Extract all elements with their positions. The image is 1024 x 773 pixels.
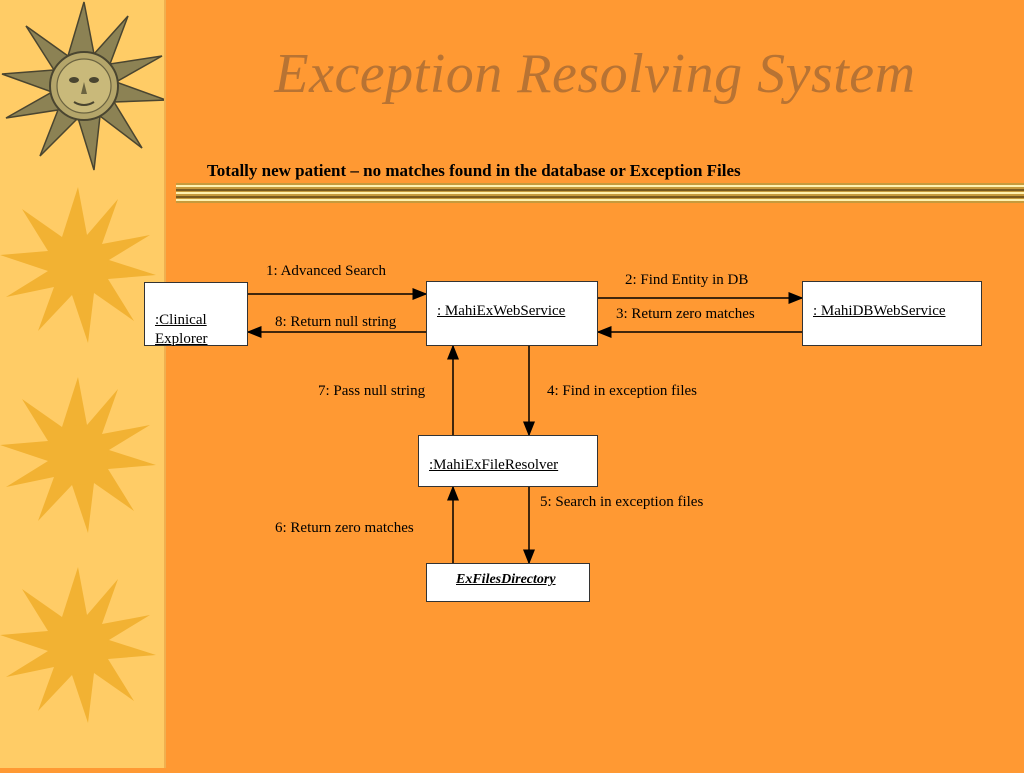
mahi-db-web-service-label: : MahiDBWebService	[813, 303, 946, 319]
mahi-ex-web-service-label: : MahiExWebService	[437, 303, 566, 319]
slide-title: Exception Resolving System	[274, 43, 916, 105]
message-label-3: 3: Return zero matches	[616, 306, 755, 322]
metal-sun-icon	[1, 1, 167, 171]
clinical-explorer-object: :Clinical Explorer	[144, 282, 248, 347]
message-label-4: 4: Find in exception files	[547, 383, 697, 399]
decorative-sidebar	[0, 0, 167, 768]
mahi-ex-web-service-object: : MahiExWebService	[426, 281, 598, 346]
ex-files-directory-label: ExFilesDirectory	[456, 572, 556, 587]
title-divider-rule	[176, 183, 1024, 203]
message-label-1: 1: Advanced Search	[266, 263, 386, 279]
clinical-explorer-label-line1: :Clinical	[155, 312, 207, 328]
message-label-6: 6: Return zero matches	[275, 520, 414, 536]
mahi-db-web-service-object: : MahiDBWebService	[802, 281, 982, 346]
ex-files-directory-object: ExFilesDirectory	[426, 563, 590, 602]
message-label-5: 5: Search in exception files	[540, 494, 704, 510]
slide-subtitle: Totally new patient – no matches found i…	[207, 161, 741, 180]
mahi-ex-file-resolver-object: :MahiExFileResolver	[418, 435, 598, 487]
message-label-2: 2: Find Entity in DB	[625, 272, 749, 288]
mahi-ex-file-resolver-label: :MahiExFileResolver	[429, 457, 559, 473]
sun-decorations	[0, 1, 167, 723]
clinical-explorer-label-line2: Explorer	[155, 331, 208, 347]
message-label-7: 7: Pass null string	[318, 383, 426, 399]
sidebar-divider	[164, 0, 166, 768]
message-label-8: 8: Return null string	[275, 314, 397, 330]
